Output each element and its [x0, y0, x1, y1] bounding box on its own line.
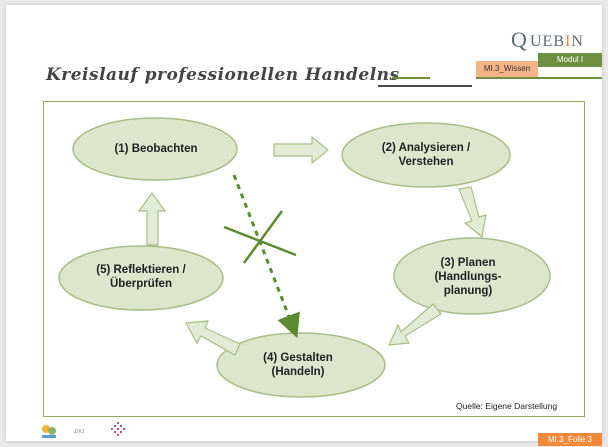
- shortcut-arrow: [232, 174, 300, 339]
- arrow-2-to-3: [458, 186, 487, 239]
- arrow-1-to-2: [273, 135, 329, 165]
- arrow-4-to-5: [185, 320, 241, 356]
- header-underline: [378, 85, 472, 87]
- partner-text: ZIKJ: [74, 429, 85, 435]
- partner-logo-icon: [42, 425, 56, 438]
- cross-out-line-2: [242, 210, 284, 264]
- node-2-label: (2) Analysieren / Verstehen: [381, 142, 471, 168]
- source-note: Quelle: Eigene Darstellung: [456, 401, 558, 411]
- node-1-label: (1) Beobachten: [114, 143, 198, 155]
- node-3-label: (3) Planen (Handlungs-planung): [434, 257, 502, 297]
- logo-q: Q: [511, 27, 528, 52]
- arrow-3-to-4: [388, 303, 442, 346]
- arrow-5-to-1: [137, 191, 167, 246]
- node-3-shape: [393, 237, 551, 315]
- partner-logo-2-icon: [111, 422, 125, 436]
- logo-text: UEBIN: [530, 33, 584, 50]
- header-divider-accent: [392, 77, 430, 79]
- node-4-shape: [216, 332, 386, 398]
- page-title: Kreislauf professionellen Handelns: [46, 65, 400, 85]
- node-5-shape: [58, 245, 224, 311]
- node-1-shape: [72, 117, 238, 181]
- node-2-shape: [341, 122, 511, 188]
- node-4-label: (4) Gestalten (Handeln): [263, 352, 333, 378]
- slide: Q UEBIN Modul I MI.3_Wissen Kreislauf pr…: [6, 5, 602, 446]
- header-divider: [476, 77, 602, 79]
- slide-number-badge: MI.3_Folie 3: [538, 433, 602, 446]
- modul-badge: Modul I: [538, 53, 602, 67]
- cycle-diagram: [58, 117, 551, 398]
- section-badge: MI.3_Wissen: [476, 61, 538, 77]
- node-5-label: (5) Reflektieren / Überprüfen: [96, 264, 186, 290]
